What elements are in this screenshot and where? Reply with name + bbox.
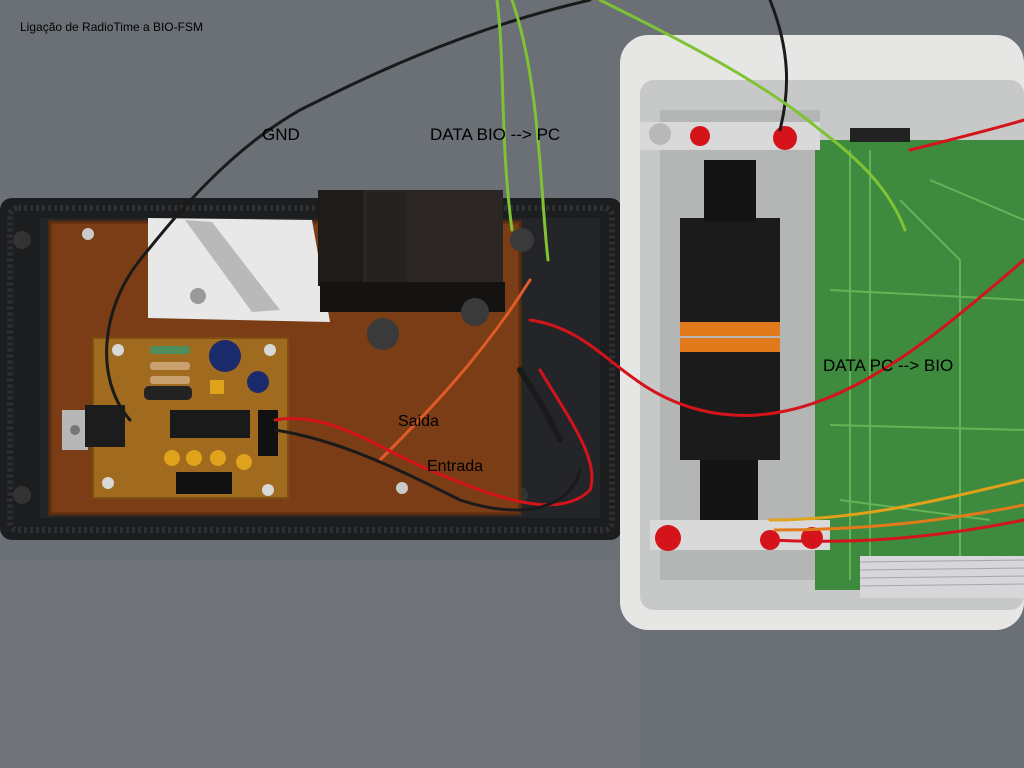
- label-saida: Saida: [398, 413, 439, 430]
- connector-block: [318, 190, 534, 350]
- white-enclosure: [620, 35, 1024, 630]
- serial-connector-top: [680, 218, 780, 326]
- black-wire-gnd: [105, 0, 592, 422]
- capacitor: [209, 340, 241, 372]
- photo-caption: Ligação de RadioTime a BIO-FSM: [20, 20, 203, 34]
- label-gnd: GND: [262, 125, 300, 144]
- label-data-pc-bio: DATA PC --> BIO: [823, 356, 954, 375]
- label-data-bio-pc: DATA BIO --> PC: [430, 125, 561, 144]
- serial-connector-bottom: [680, 352, 780, 460]
- green-wire: [495, 0, 514, 232]
- ic-chip: [170, 410, 250, 438]
- wires: [105, 0, 1024, 543]
- metal-bracket: [148, 218, 330, 322]
- voltage-regulator: [62, 405, 125, 450]
- label-entrada: Entrada: [427, 458, 484, 475]
- red-wire-data: [528, 258, 1024, 417]
